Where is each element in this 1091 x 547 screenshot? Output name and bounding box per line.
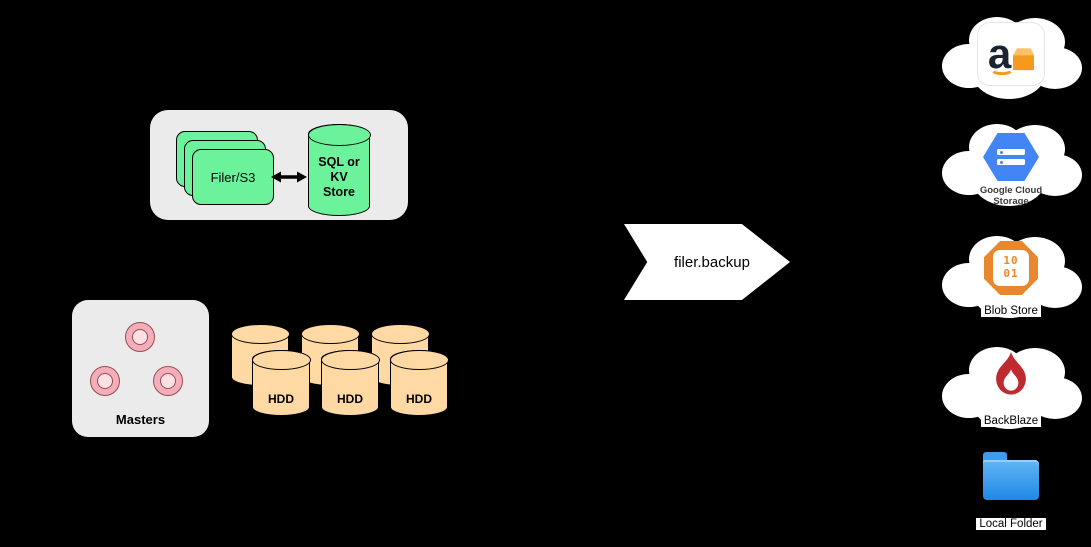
gcs-bar-icon xyxy=(997,159,1025,165)
gcs-bar-icon xyxy=(997,149,1025,155)
blob-binary-text: 10 01 xyxy=(993,250,1029,286)
hdd-cylinder: HDD xyxy=(389,349,449,416)
master-node-icon xyxy=(125,322,155,352)
masters-label: Masters xyxy=(115,412,166,427)
backup-target-google-cloud-storage: Google Cloud Storage xyxy=(933,113,1089,213)
sql-kv-store-label: SQL or KV Store xyxy=(318,155,360,199)
backblaze-flame-icon xyxy=(996,351,1026,395)
backup-target-blob-store: 10 01 Blob Store xyxy=(933,225,1089,325)
blob-store-label: Blob Store xyxy=(933,305,1089,317)
filer-backup-label: filer.backup xyxy=(674,253,750,271)
amazon-s3-icon: a xyxy=(978,23,1044,86)
bidirectional-arrow-icon xyxy=(271,171,307,183)
local-folder-label: Local Folder xyxy=(948,518,1074,530)
hdd-cylinder: HDD xyxy=(251,349,311,416)
filer-node-front: Filer/S3 xyxy=(192,149,274,205)
amazon-smile-icon xyxy=(990,63,1014,76)
amazon-box-icon xyxy=(1013,48,1035,71)
filer-s3-label: Filer/S3 xyxy=(210,169,256,185)
local-folder-icon xyxy=(983,452,1039,500)
backup-target-backblaze: BackBlaze xyxy=(933,336,1089,436)
folder-body xyxy=(983,460,1039,500)
filer-backup-arrow: filer.backup xyxy=(624,224,790,300)
backblaze-label: BackBlaze xyxy=(933,415,1089,427)
blob-octagon-icon: 10 01 xyxy=(984,241,1038,295)
folder-tab xyxy=(983,452,1007,461)
hdd-label: HDD xyxy=(406,392,432,406)
master-node-icon xyxy=(153,366,183,396)
master-node-icon xyxy=(90,366,120,396)
sql-kv-store-cylinder: SQL or KV Store xyxy=(307,123,371,216)
hdd-label: HDD xyxy=(337,392,363,406)
google-cloud-storage-label: Google Cloud Storage xyxy=(979,185,1043,208)
hdd-label: HDD xyxy=(268,392,294,406)
hdd-cylinder: HDD xyxy=(320,349,380,416)
backup-target-amazon-s3: a xyxy=(933,6,1089,106)
